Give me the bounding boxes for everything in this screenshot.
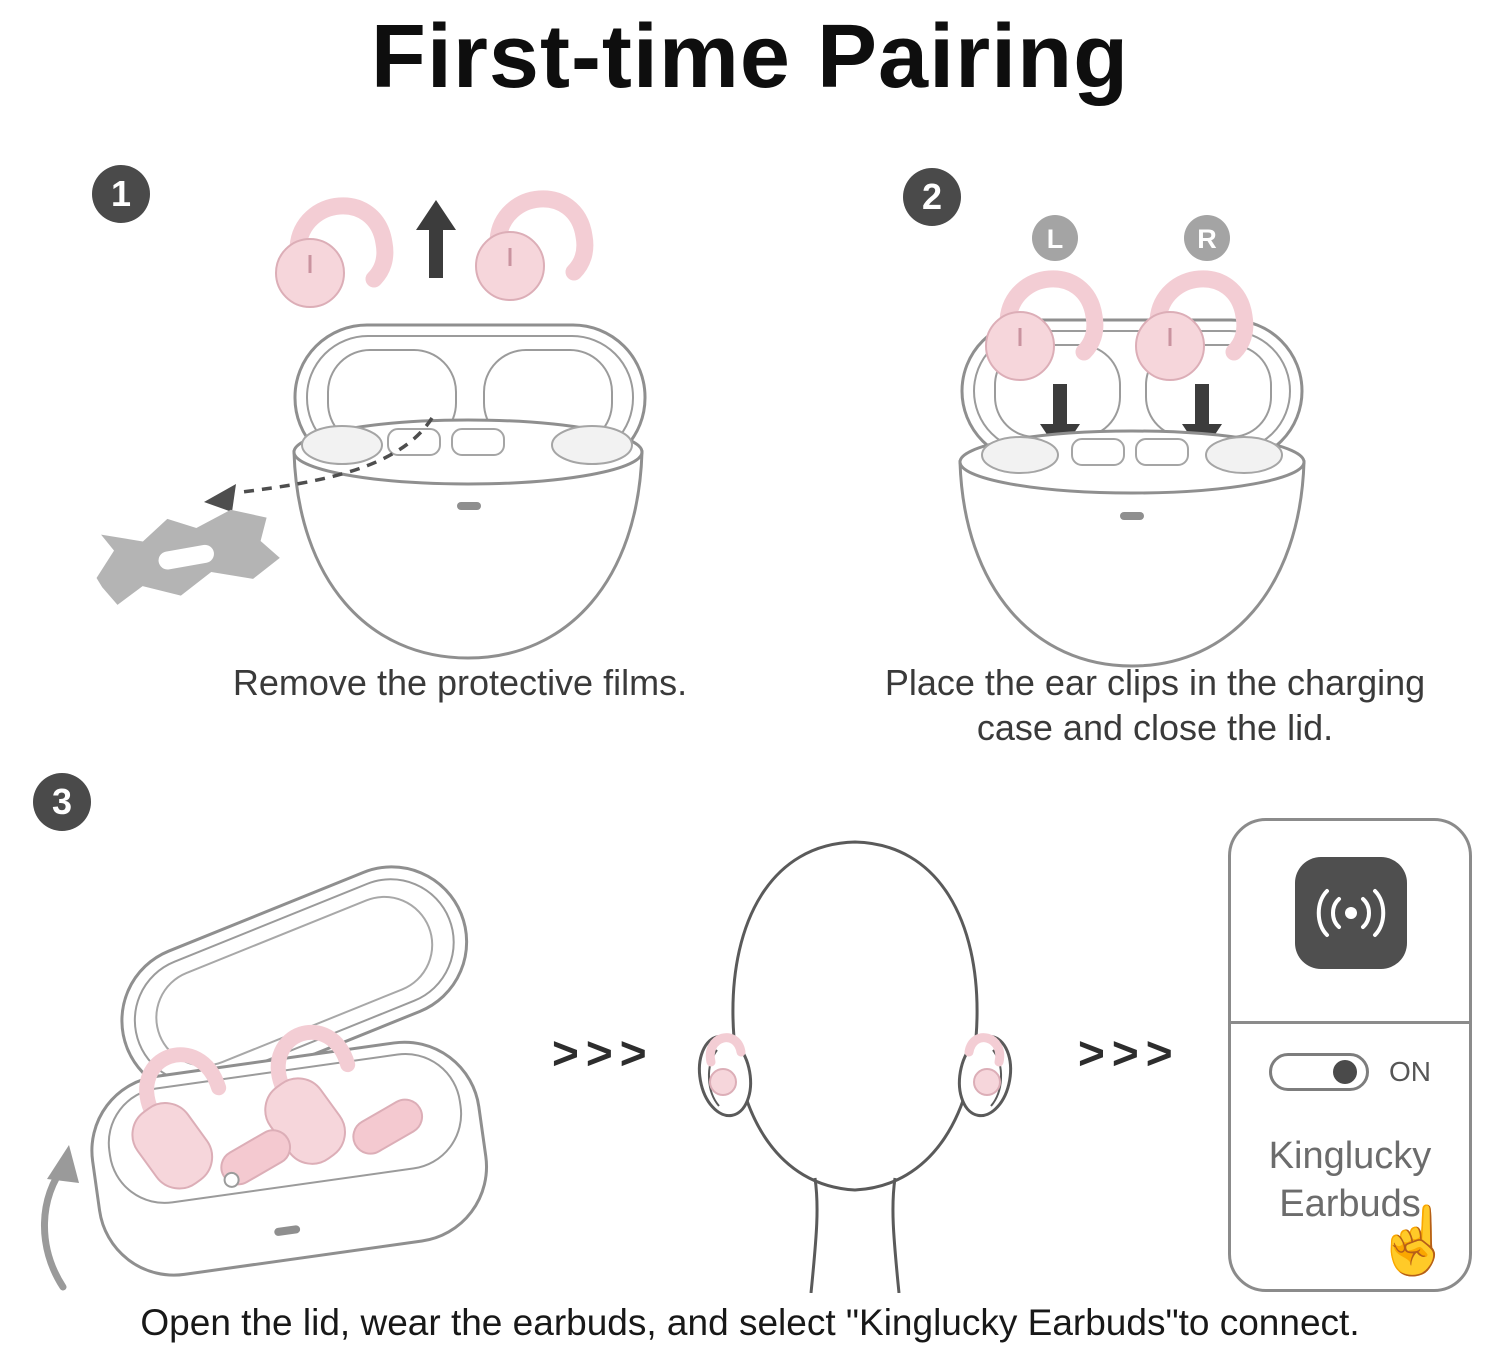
step-1-caption: Remove the protective films. [232, 662, 688, 703]
step-2-illustration: L R [958, 215, 1306, 668]
hand-cursor-icon: ☝ [1373, 1203, 1456, 1277]
toggle-state-label: ON [1389, 1056, 1431, 1087]
step-2-badge: 2 [903, 168, 961, 226]
case-button-icon [223, 1171, 240, 1188]
open-lid-arrow-icon [41, 1145, 79, 1291]
up-arrow-icon [416, 200, 456, 278]
earbud-right-icon [1135, 270, 1254, 381]
earbud-left-icon [131, 1047, 227, 1190]
left-ear [697, 1033, 753, 1118]
left-channel-badge: L [1032, 215, 1078, 261]
earbud-left-icon [275, 197, 394, 308]
svg-text:R: R [1197, 224, 1217, 254]
charging-case-base [958, 429, 1306, 668]
flow-chevrons-1: >>> [552, 1027, 654, 1079]
device-name: Kinglucky Earbuds [1231, 1133, 1469, 1228]
protective-film-icon [96, 509, 280, 605]
earbud-pad-icon [220, 1129, 292, 1186]
right-ear [957, 1033, 1013, 1118]
worn-earbud-icon [973, 1068, 1001, 1096]
page-title: First-time Pairing [370, 7, 1130, 107]
toggle-knob-icon [1333, 1060, 1357, 1084]
worn-earbud-hook-icon [705, 1033, 746, 1067]
bluetooth-toggle [1269, 1053, 1369, 1091]
pairing-signal-icon [1316, 889, 1386, 937]
step-3-case-illustration [41, 865, 489, 1291]
step-1-badge: 1 [92, 165, 150, 223]
device-name-line2: Earbuds [1279, 1182, 1421, 1225]
step-3-badge: 3 [33, 773, 91, 831]
case-indicator-icon [274, 1225, 301, 1236]
earbud-left-icon [985, 270, 1104, 381]
head-outline [731, 840, 979, 1293]
phone-mockup: ON Kinglucky Earbuds ☝ [1228, 818, 1472, 1292]
right-channel-badge: R [1184, 215, 1230, 261]
step-1-illustration [96, 190, 647, 660]
divider [1231, 1021, 1469, 1024]
pairing-icon-tile [1295, 857, 1407, 969]
bluetooth-toggle-row: ON [1231, 1053, 1469, 1091]
charging-case-base [90, 1024, 489, 1277]
earbud-pad-icon [352, 1098, 424, 1155]
earbud-right-icon [475, 190, 594, 301]
dashed-arrow-icon [204, 417, 434, 512]
step-2-caption: Place the ear clips in the charging case… [884, 662, 1426, 748]
head-rear-view-illustration [697, 840, 1013, 1293]
worn-earbud-hook-icon [964, 1033, 1005, 1067]
device-name-line1: Kinglucky [1268, 1135, 1432, 1177]
step-3-caption: Open the lid, wear the earbuds, and sele… [140, 1302, 1360, 1343]
worn-earbud-icon [709, 1068, 737, 1096]
flow-chevrons-2: >>> [1078, 1027, 1180, 1079]
svg-text:L: L [1047, 224, 1064, 254]
charging-case-base [292, 418, 644, 660]
